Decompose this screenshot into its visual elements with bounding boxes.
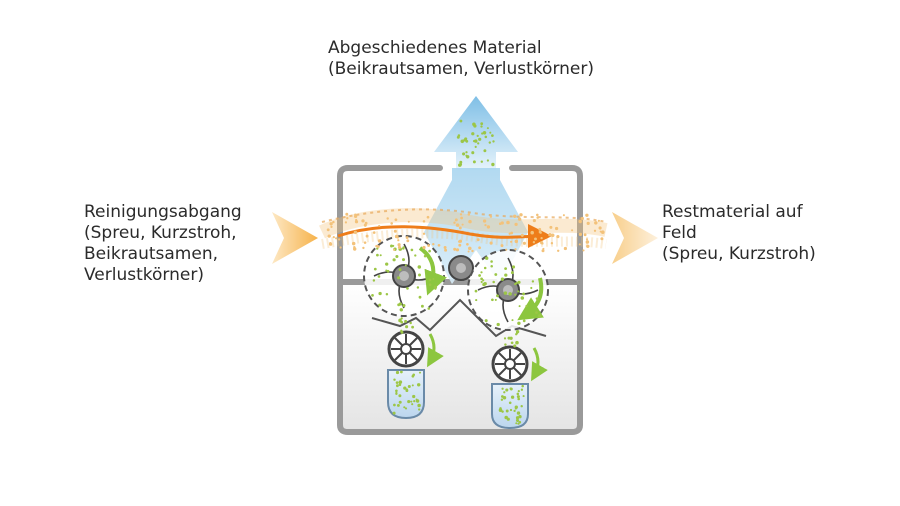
outflow-arrow	[612, 212, 658, 264]
residual-material-title-1: Restmaterial auf	[662, 202, 803, 222]
residual-material-title-2: Feld	[662, 223, 697, 243]
flow-arrow	[337, 224, 552, 249]
residual-material-detail: (Spreu, Kurzstroh)	[662, 244, 816, 264]
exhaust-arrow	[434, 96, 518, 170]
chaff-particles	[326, 212, 605, 253]
cleaning-discharge-title: Reinigungsabgang	[84, 202, 242, 222]
left-valve-rotation-arrow	[427, 333, 444, 368]
left-rotary-valve	[387, 330, 444, 368]
right-valve-rotation-arrow	[531, 347, 548, 382]
left-collection-container	[387, 369, 425, 420]
housing-upper	[337, 165, 583, 285]
cleaning-discharge-detail-1: (Spreu, Kurzstroh,	[84, 223, 237, 243]
inflow-arrow	[272, 212, 318, 264]
cleaning-discharge-detail-2: Beikrautsamen,	[84, 244, 219, 264]
cleaning-discharge-detail-3: Verlustkörner)	[84, 265, 204, 285]
right-rotary-valve	[491, 345, 548, 383]
separated-material-label: Abgeschiedenes Material (Beikrautsamen, …	[328, 38, 594, 80]
center-roller	[448, 255, 474, 281]
separated-material-title: Abgeschiedenes Material	[328, 38, 542, 58]
separated-material-detail: (Beikrautsamen, Verlustkörner)	[328, 59, 595, 79]
cleaning-discharge-label: Reinigungsabgang (Spreu, Kurzstroh, Beik…	[84, 202, 242, 286]
residual-material-label: Restmaterial auf Feld (Spreu, Kurzstroh)	[662, 202, 816, 265]
right-drum	[467, 249, 549, 331]
right-drum-rotation-arrow	[517, 277, 544, 321]
seed-particles	[371, 119, 542, 425]
left-drum-rotation-arrow	[418, 246, 447, 296]
